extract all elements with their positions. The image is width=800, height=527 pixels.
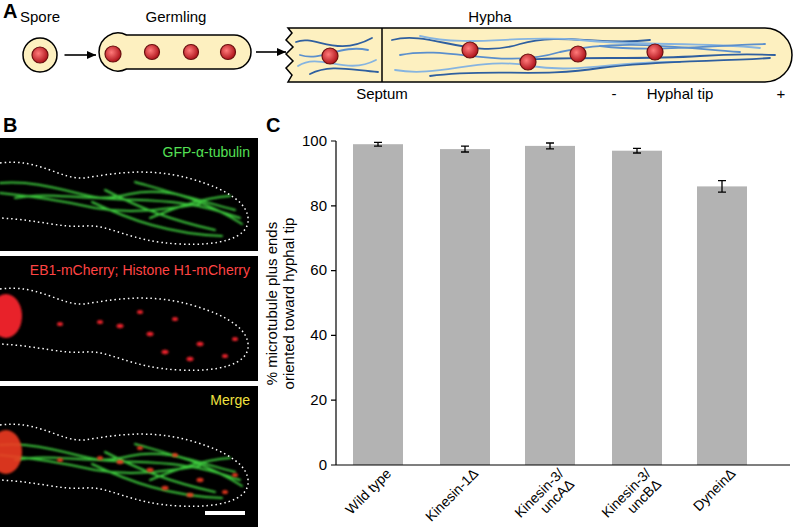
tubulin-signal — [0, 444, 242, 498]
hypha-outline — [0, 288, 248, 370]
nucleus — [570, 46, 586, 62]
error-bar — [461, 146, 469, 152]
hypha-drawing — [286, 28, 792, 82]
category-label: Wild type — [343, 466, 395, 518]
hypha-stage: Hypha — [288, 8, 794, 84]
category-label: Kinesin-3/ uncBΔ — [586, 466, 664, 527]
error-bar — [374, 142, 382, 146]
annotation-label: Septum — [356, 86, 408, 103]
spore-stage: Spore — [18, 8, 63, 74]
bar — [697, 186, 747, 465]
microtubules — [296, 36, 775, 76]
error-bar — [633, 148, 641, 153]
nucleus — [520, 54, 536, 70]
hypha-outline — [0, 162, 248, 244]
tick-label: 40 — [310, 327, 327, 344]
panel-letter: A — [3, 0, 17, 22]
micrograph-content — [0, 288, 248, 370]
microtubule — [296, 38, 372, 46]
y-axis — [335, 141, 336, 465]
micrograph-content — [0, 424, 248, 506]
stage-label: Germling — [146, 8, 207, 25]
spore-wall — [23, 38, 57, 72]
stage-label: Hypha — [468, 8, 511, 25]
micrograph-tubulin — [0, 138, 258, 251]
germling-drawing — [99, 33, 251, 71]
tick-label: 60 — [310, 262, 327, 279]
category-label: Kinesin-3/ uncAΔ — [499, 466, 577, 527]
panel-letter: C — [266, 114, 280, 136]
micrograph-mcherry — [0, 256, 258, 381]
micrograph-panel: EB1-mCherry; Histone H1-mCherry — [0, 256, 258, 381]
micrograph-ground — [0, 386, 258, 527]
nucleus — [32, 47, 48, 63]
mcherry-signal — [0, 430, 238, 497]
hypha-wall — [286, 28, 792, 82]
micrograph-ground — [0, 138, 258, 251]
nucleus — [184, 45, 199, 60]
annotation-label: - — [612, 86, 617, 103]
axes — [331, 141, 790, 465]
microtubule — [600, 44, 765, 49]
micrograph-ground — [0, 256, 258, 381]
stage-arrow — [256, 51, 286, 53]
axis-title: % microtubule plus ends oriented toward … — [264, 197, 297, 409]
stage-label: Spore — [20, 8, 60, 25]
error-bar — [546, 143, 554, 149]
tick-label: 0 — [319, 457, 327, 474]
channel-label: Merge — [210, 392, 250, 408]
error-bar — [718, 181, 726, 193]
tick-label: 80 — [310, 198, 327, 215]
category-label: DyneinΔ — [691, 466, 739, 514]
panel-letter: B — [3, 114, 17, 136]
channel-label: EB1-mCherry; Histone H1-mCherry — [30, 262, 250, 278]
microtubule — [430, 58, 770, 76]
germling-wall — [99, 33, 251, 71]
septum-line — [381, 28, 383, 82]
annotation-label: + — [777, 86, 786, 103]
stage-arrow — [65, 54, 97, 56]
mcherry-signal — [0, 294, 238, 361]
channel-label: GFP-α-tubulin — [163, 144, 250, 160]
bar — [440, 149, 490, 465]
x-axis — [336, 464, 790, 465]
hypha-outline — [0, 424, 248, 506]
tubulin-signal — [0, 182, 242, 236]
tick-label: 100 — [302, 133, 327, 150]
micrograph-panel: GFP-α-tubulin — [0, 138, 258, 251]
bar — [612, 151, 662, 465]
microtubule — [395, 62, 680, 72]
nucleus — [145, 45, 160, 60]
microtubule — [310, 68, 378, 74]
bar — [353, 144, 403, 465]
category-label: Kinesin-1Δ — [423, 466, 482, 525]
spore-drawing — [23, 38, 57, 72]
bars — [353, 144, 747, 465]
nucleus — [647, 44, 663, 60]
y-ticks — [331, 141, 336, 465]
tick-label: 20 — [310, 392, 327, 409]
nucleus — [322, 48, 338, 64]
error-bars — [374, 142, 726, 192]
nucleus — [462, 42, 478, 58]
micrograph-content — [0, 162, 248, 244]
nucleus — [221, 45, 236, 60]
bar — [525, 146, 575, 465]
scale-bar — [205, 511, 245, 515]
annotation-label: Hyphal tip — [647, 86, 714, 103]
micrograph-panel: Merge — [0, 386, 258, 527]
germling-stage: Germling — [98, 8, 254, 74]
micrograph-merge — [0, 386, 258, 527]
bar-chart — [331, 141, 790, 465]
nucleus — [105, 46, 121, 62]
